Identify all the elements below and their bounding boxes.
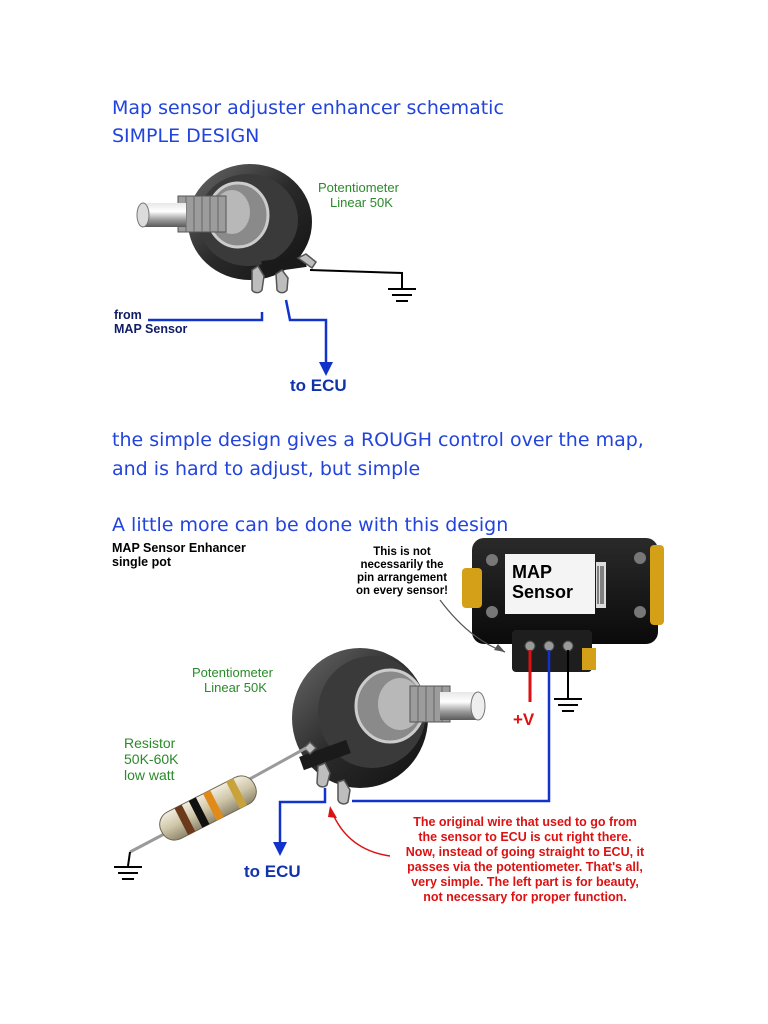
ground-symbol-top [388,288,416,302]
map-sensor-label: MAP Sensor [512,562,574,602]
to-ecu-arrow-top [319,362,333,376]
pin-arrangement-note: This is not necessarily the pin arrangem… [355,546,449,597]
ground-symbol-sensor [554,698,582,712]
from-map-sensor-wire [148,312,264,322]
plus-v-label: +V [513,710,535,729]
to-ecu-wire-top [284,299,328,372]
description-line-2: and is hard to adjust, but simple [112,458,421,480]
potentiometer-label-top: Potentiometer Linear 50K [318,180,399,210]
simple-design-heading: SIMPLE DESIGN [112,125,260,147]
cut-point-arrow [331,811,391,857]
top-potentiometer-image [136,164,318,294]
schematic-title: Map sensor adjuster enhancer schematic [112,97,504,119]
resistor-image [129,746,307,854]
from-map-sensor-label: from MAP Sensor [114,308,188,336]
description-line-1: the simple design gives a ROUGH control … [112,429,644,451]
bottom-potentiometer-image [292,648,486,805]
to-ecu-label-bottom: to ECU [244,862,301,881]
ground-wire-top [309,269,403,288]
enhancer-caption: MAP Sensor Enhancer single pot [112,541,246,569]
to-ecu-arrow-bottom [273,842,287,856]
potentiometer-label-bottom: Potentiometer Linear 50K [192,665,273,695]
wiring-explanation-note: The original wire that used to go from t… [405,815,645,904]
sensor-signal-wire [352,650,551,803]
to-ecu-wire-bottom [278,788,327,852]
more-design-heading: A little more can be done with this desi… [112,514,509,536]
ground-symbol-resistor [114,866,142,880]
map-sensor-image [462,538,664,672]
to-ecu-label-top: to ECU [290,376,347,395]
resistor-label: Resistor 50K-60K low watt [124,735,179,783]
